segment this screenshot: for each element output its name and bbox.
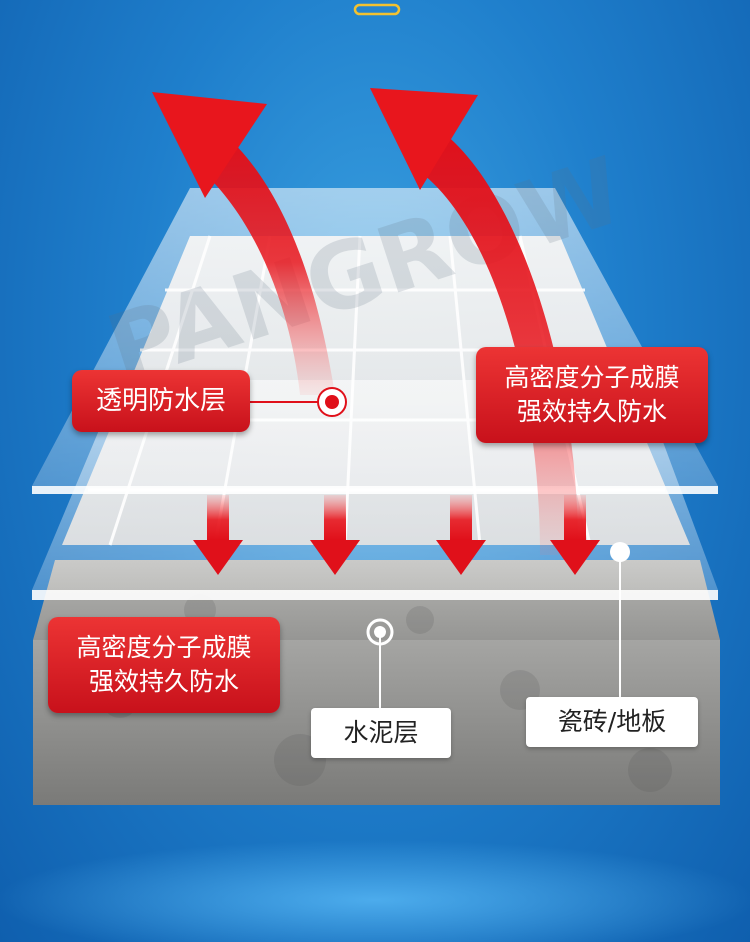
down-arrow-icon (193, 495, 243, 575)
down-arrow-icon (436, 495, 486, 575)
film-label-top-line1: 高密度分子成膜 (504, 363, 680, 392)
transparent-layer-label: 透明防水层 (72, 370, 250, 432)
marker-dot-icon (317, 387, 347, 417)
film-label-top-line2: 强效持久防水 (516, 397, 667, 426)
film-label-top: 高密度分子成膜 强效持久防水 (476, 347, 708, 443)
marker-dot-icon (610, 542, 630, 562)
down-arrow-icon (550, 495, 600, 575)
tile-floor-label: 瓷砖/地板 (526, 697, 698, 747)
tile-floor-text: 瓷砖/地板 (557, 707, 667, 736)
film-label-bottom: 高密度分子成膜 强效持久防水 (48, 617, 280, 713)
down-arrow-icon (310, 495, 360, 575)
cement-layer-text: 水泥层 (343, 718, 419, 747)
film-label-bottom-line2: 强效持久防水 (88, 667, 239, 696)
cement-layer-label: 水泥层 (311, 708, 451, 758)
up-arrow-icon (370, 88, 579, 555)
transparent-layer-text: 透明防水层 (95, 386, 226, 416)
marker-dot-icon (366, 618, 394, 646)
film-label-bottom-line1: 高密度分子成膜 (76, 633, 252, 662)
up-arrow-icon (152, 92, 335, 395)
top-indicator (353, 3, 401, 16)
